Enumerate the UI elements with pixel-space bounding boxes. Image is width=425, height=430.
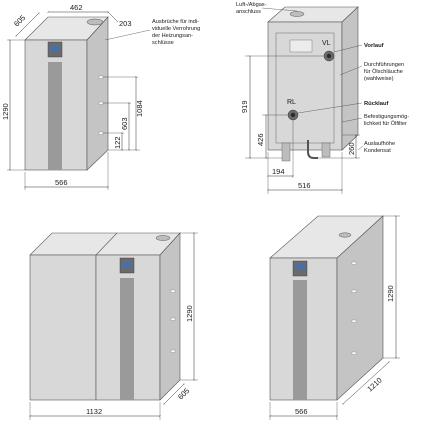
rl-label: RL: [287, 99, 296, 106]
ruecklauf-label: Rücklauf: [364, 101, 389, 107]
double-flue-collar: [155, 235, 171, 241]
oil-hoses-line-3: (wahlweise): [364, 76, 394, 82]
filter-line-1: Befestigungsmög-: [364, 114, 409, 120]
side-knockout: [351, 261, 357, 265]
double-display-screen: [122, 261, 132, 267]
dim-426-label: 426: [256, 133, 265, 146]
flue-offset-dimension-label: 203: [119, 19, 132, 28]
depth-dimension-label: 605: [12, 13, 27, 28]
condensate-line-1: Auslaufhöhe: [364, 141, 395, 147]
side-knockout: [170, 289, 176, 293]
deep-width-label: 566: [295, 407, 308, 416]
deep-depth-label: 1210: [365, 376, 383, 394]
oil-hoses-line-2: für Ölschläuche: [364, 68, 403, 75]
dim-516-label: 516: [298, 181, 311, 190]
side-knockout: [170, 349, 176, 353]
flue-collar: [86, 18, 104, 26]
note-knockouts-line-3: der Heizungsan-: [152, 33, 193, 39]
condensate-outlet-pipe: [307, 140, 318, 159]
view-bottom-right-deep-unit: 1290 1210 566: [269, 215, 400, 420]
note-knockouts-line-1: Ausbrüche für indi-: [152, 19, 199, 25]
double-left-module: [29, 254, 97, 401]
double-height-label: 1290: [185, 305, 194, 322]
bottom-width-dimension-label: 566: [55, 178, 68, 187]
top-width-dimension-label: 462: [70, 3, 83, 12]
rear-side-face: [341, 6, 359, 151]
side-knockout: [351, 289, 357, 293]
filter-line-2: lichkeit für Ölfilter: [364, 120, 407, 127]
left-foot: [281, 142, 291, 162]
deep-display-screen: [295, 264, 305, 270]
deep-height-label: 1290: [386, 285, 395, 302]
note-knockouts-line-2: viduelle Verrohrung: [152, 26, 200, 32]
dim-260-label: 260: [347, 142, 356, 155]
filter-leader: [341, 117, 363, 123]
double-side-face: [159, 232, 181, 401]
front-stripe: [48, 62, 62, 170]
height-dimension-label: 1290: [1, 103, 10, 120]
condensate-leader: [357, 145, 364, 151]
dim-919-label: 919: [240, 100, 249, 113]
vl-label: VL: [322, 40, 331, 47]
flue-label-line-1: Luft-/Abgas-: [236, 2, 267, 8]
view-bottom-left-double-unit: 1290 605 1132: [29, 232, 198, 420]
deep-front-stripe: [293, 280, 307, 400]
dim-122-label: 122: [113, 136, 122, 149]
note-leader: [104, 29, 151, 41]
side-knockout: [98, 131, 104, 135]
right-foot: [321, 142, 331, 158]
double-depth-label: 605: [176, 386, 191, 401]
double-top-split: [95, 232, 118, 256]
double-width-label: 1132: [86, 407, 102, 416]
return-connection-core: [290, 112, 296, 118]
control-display-screen: [50, 45, 60, 51]
dim-1084-label: 1084: [135, 100, 144, 117]
note-knockouts-line-4: schlüsse: [152, 40, 174, 46]
side-knockout: [351, 351, 357, 355]
deep-depth-line: [342, 360, 390, 406]
view-top-right-rear: VL RL 919 426 260 194 516 Luft-/Abgas- a…: [236, 2, 409, 194]
rear-inner-frame: [275, 32, 335, 144]
double-front-stripe: [120, 278, 134, 400]
side-knockout: [98, 75, 104, 79]
flow-connection-core: [326, 53, 332, 59]
deep-flue-collar: [338, 232, 352, 238]
side-knockout: [170, 317, 176, 321]
oil-hoses-line-1: Durchführungen: [364, 62, 404, 68]
double-depth-line: [163, 382, 185, 406]
vorlauf-leader: [333, 44, 363, 53]
condensate-line-2: Kondensat: [364, 148, 391, 154]
dim-194-label: 194: [272, 167, 285, 176]
depth-dimension-line: [15, 11, 40, 38]
side-knockout: [98, 101, 104, 105]
unit-side-face: [86, 16, 109, 171]
flue-leader: [261, 7, 298, 12]
flue-adapter-plate: [289, 39, 313, 53]
side-knockout: [351, 319, 357, 323]
ruecklauf-leader: [297, 102, 363, 114]
oil-hoses-leader: [339, 65, 363, 76]
rear-flue-collar: [289, 11, 305, 17]
dim-603-label: 603: [120, 117, 129, 130]
flue-offset-dimension-line: [107, 11, 119, 23]
flue-label-line-2: anschluss: [236, 9, 261, 15]
view-top-left-unit: 1290 605 462 203 1084 603 122 566 Ausbrü…: [1, 3, 200, 190]
vorlauf-label: Vorlauf: [364, 43, 384, 49]
